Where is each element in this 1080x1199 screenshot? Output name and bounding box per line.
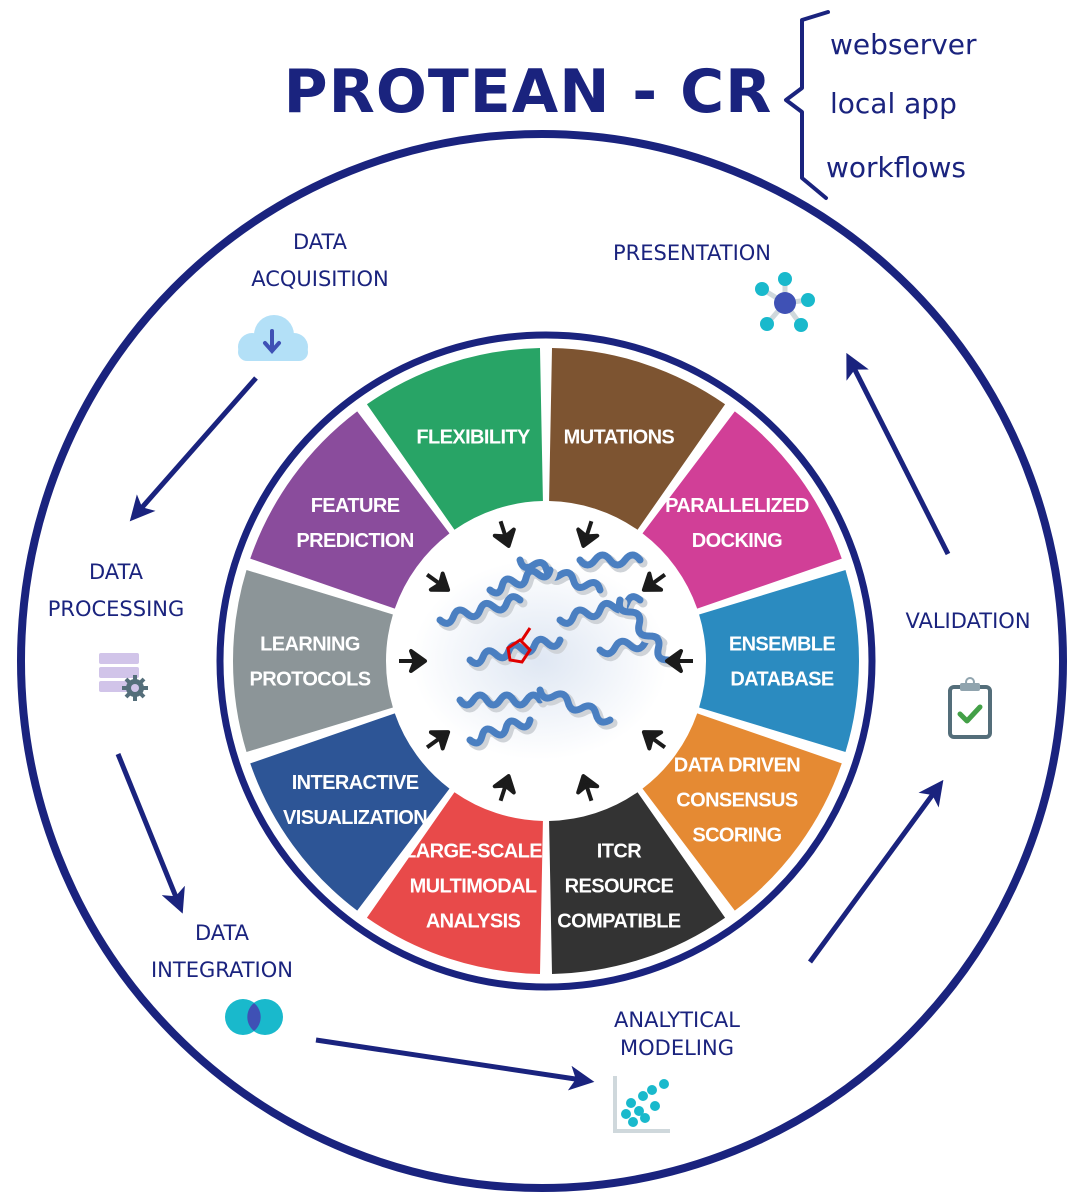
wheel-segment-label: PROTOCOLS <box>250 669 371 691</box>
wheel-segment-label: DATA DRIVEN <box>674 755 801 777</box>
wheel-segment-label: LARGE-SCALE <box>404 840 542 862</box>
wheel-segment-shape <box>642 713 842 911</box>
stage-acquisition-line1: DATA <box>293 230 348 254</box>
wheel-segment-shape <box>549 348 726 530</box>
inward-arrow-icon <box>641 571 667 592</box>
flow-arrow-integration-to-modeling <box>315 1037 595 1091</box>
wheel-segment-label: PARALLELIZED <box>665 495 809 517</box>
wheel-segment-shape <box>366 348 543 530</box>
wheel-segment-itcr-resource-compatible: ITCR RESOURCE COMPATIBLE <box>549 792 726 974</box>
stage-modeling-line1: ANALYTICAL <box>614 1008 740 1032</box>
stage-integration: DATA INTEGRATION <box>151 921 293 1035</box>
flow-arrow-processing-to-integration <box>115 753 185 914</box>
database-gear-icon <box>99 653 148 701</box>
wheel-segment-large-scale-multimodal-analysis: LARGE-SCALE MULTIMODAL ANALYSIS <box>366 792 543 974</box>
wheel-segment-label: ANALYSIS <box>426 910 521 932</box>
inward-arrow-icon <box>641 730 667 751</box>
stage-modeling-line2: MODELING <box>620 1036 734 1060</box>
stage-modeling: ANALYTICAL MODELING <box>613 1008 740 1133</box>
clipboard-check-icon <box>948 677 992 739</box>
capability-wheel: FLEXIBILITY MUTATIONS PARALLELIZED DOCKING E… <box>232 348 859 974</box>
wheel-segment-shape <box>549 792 726 974</box>
title-group: PROTEAN - CR webserver local app workflo… <box>284 10 977 200</box>
inward-arrow-icon <box>399 649 427 673</box>
protein-structure-icon <box>412 560 668 760</box>
cloud-download-icon <box>238 315 308 361</box>
wheel-segment-label: MUTATIONS <box>564 427 675 449</box>
wheel-segment-interactive-visualization: INTERACTIVE VISUALIZATION <box>250 713 450 911</box>
wheel-segment-data-driven-consensus-scoring: DATA DRIVEN CONSENSUS SCORING <box>642 713 842 911</box>
flow-arrow-validation-to-presentation <box>846 352 951 556</box>
deployment-local-app: local app <box>830 87 957 120</box>
wheel-segment-shape <box>699 570 859 752</box>
wheel-segment-label: ENSEMBLE <box>729 634 836 656</box>
inward-arrow-icon <box>576 774 600 802</box>
wheel-segment-parallelized-docking: PARALLELIZED DOCKING <box>642 411 842 609</box>
wheel-segment-label: SCORING <box>692 825 781 847</box>
inward-arrow-icon <box>492 520 516 548</box>
wheel-segment-feature-prediction: FEATURE PREDICTION <box>250 411 450 609</box>
wheel-segment-label: FEATURE <box>311 495 400 517</box>
ligand-icon <box>506 627 532 664</box>
wheel-segment-shape <box>366 792 543 974</box>
wheel-outer-ring <box>216 331 876 991</box>
venn-diagram-icon <box>225 999 283 1035</box>
wheel-segment-mutations: MUTATIONS <box>549 348 726 530</box>
stage-integration-line1: DATA <box>195 921 250 945</box>
stage-presentation: PRESENTATION <box>613 241 815 332</box>
wheel-segment-label: COMPATIBLE <box>557 910 681 932</box>
wheel-segment-label: ITCR <box>597 840 642 862</box>
inward-arrow-icon <box>425 730 451 751</box>
wheel-segment-label: INTERACTIVE <box>292 772 419 794</box>
inward-arrow-icon <box>492 774 516 802</box>
wheel-segment-ensemble-database: ENSEMBLE DATABASE <box>699 570 859 752</box>
wheel-segment-shape <box>250 713 450 911</box>
inward-arrow-icon <box>665 649 693 673</box>
stage-presentation-label: PRESENTATION <box>613 241 771 265</box>
deployment-webserver: webserver <box>830 28 977 61</box>
wheel-segment-label: PREDICTION <box>296 530 413 552</box>
inward-arrow-icon <box>425 571 451 592</box>
wheel-segment-label: CONSENSUS <box>676 790 798 812</box>
wheel-segment-label: LEARNING <box>260 634 360 656</box>
wheel-segment-label: RESOURCE <box>565 875 674 897</box>
wheel-segment-flexibility: FLEXIBILITY <box>366 348 543 530</box>
stage-acquisition: DATA ACQUISITION <box>238 230 389 361</box>
wheel-segment-label: DOCKING <box>692 530 782 552</box>
deployment-workflows: workflows <box>826 151 966 184</box>
inward-arrows <box>399 520 693 802</box>
wheel-segment-label: DATABASE <box>730 669 834 691</box>
stage-processing: DATA PROCESSING <box>48 560 185 701</box>
network-icon <box>755 272 815 332</box>
inward-arrow-icon <box>576 520 600 548</box>
stage-acquisition-line2: ACQUISITION <box>251 267 389 291</box>
wheel-segment-label: MULTIMODAL <box>410 875 537 897</box>
wheel-segment-label: VISUALIZATION <box>283 807 427 829</box>
wheel-segment-shape <box>642 411 842 609</box>
flow-arrow-modeling-to-validation <box>807 779 944 964</box>
stage-processing-line1: DATA <box>89 560 144 584</box>
wheel-segment-shape <box>232 570 393 752</box>
stage-validation-label: VALIDATION <box>905 609 1030 633</box>
cycle-flow-arrows <box>115 352 951 1091</box>
page-title: PROTEAN - CR <box>284 57 773 127</box>
deployment-brace <box>784 10 830 200</box>
center-protein-structure <box>412 551 676 760</box>
wheel-segment-shape <box>250 411 450 609</box>
outer-cycle-ring <box>17 130 1067 1192</box>
stage-integration-line2: INTEGRATION <box>151 958 293 982</box>
stage-processing-line2: PROCESSING <box>48 597 185 621</box>
wheel-segment-label: FLEXIBILITY <box>416 427 531 449</box>
wheel-segment-learning-protocols: LEARNING PROTOCOLS <box>232 570 393 752</box>
flow-arrow-acquisition-to-processing <box>129 376 258 522</box>
stage-validation: VALIDATION <box>905 609 1031 739</box>
scatter-plot-icon <box>613 1076 670 1133</box>
